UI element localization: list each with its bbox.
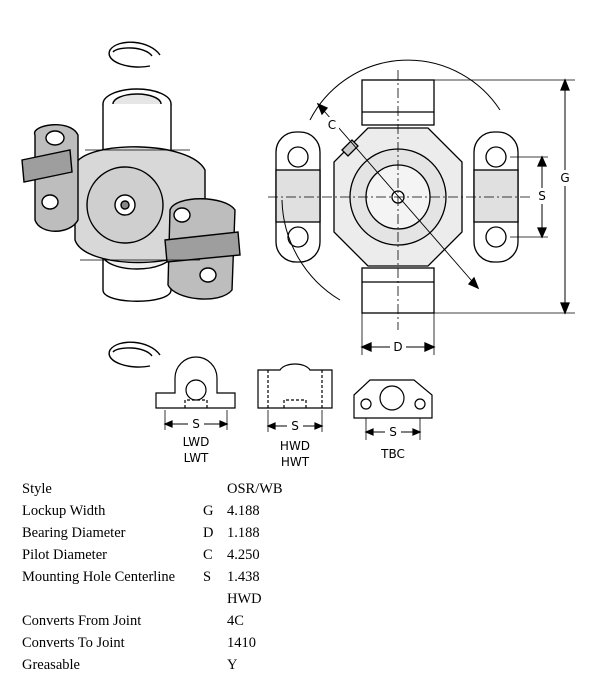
flange-tbc-dim: S — [389, 425, 397, 439]
spec-row-mounting-type: HWD — [22, 588, 442, 610]
spec-name: Converts From Joint — [22, 613, 142, 629]
universal-joint-drawing: G D C S S LWD LWT S HWD HWT — [21, 41, 575, 469]
spec-value: Y — [227, 657, 238, 673]
flange-hwd — [257, 363, 333, 432]
drawing-svg: G D C S S LWD LWT S HWD HWT — [21, 41, 575, 469]
flange-hwd-dim: S — [291, 419, 299, 433]
spec-name: Mounting Hole Centerline — [22, 569, 176, 585]
spec-value: OSR/WB — [227, 481, 283, 497]
dim-label-g: G — [560, 171, 569, 185]
dim-label-c: C — [328, 118, 336, 132]
isometric-ujoint — [21, 41, 241, 368]
spec-code: C — [203, 547, 213, 563]
spec-value: 4.188 — [227, 503, 260, 519]
dim-label-s: S — [538, 189, 546, 203]
spec-value: 1.438 — [227, 569, 260, 585]
flange-tbc-name: TBC — [380, 447, 405, 461]
spec-table: Style OSR/WB Lockup Width G 4.188 Bearin… — [22, 478, 442, 676]
spec-row-mounting-hole-centerline: Mounting Hole Centerline S 1.438 — [22, 566, 442, 588]
spec-code: G — [203, 503, 214, 519]
flange-lwd-name-line2: LWT — [184, 451, 209, 465]
spec-row-greasable: Greasable Y — [22, 654, 442, 676]
spec-row-pilot-diameter: Pilot Diameter C 4.250 — [22, 544, 442, 566]
spec-value: 1.188 — [227, 525, 260, 541]
flange-lwd-name-line1: LWD — [183, 435, 210, 449]
spec-name: Pilot Diameter — [22, 547, 107, 563]
spec-row-style: Style OSR/WB — [22, 478, 442, 500]
dim-label-d: D — [393, 340, 402, 354]
spec-name: Bearing Diameter — [22, 525, 126, 541]
spec-name: Greasable — [22, 657, 80, 673]
spec-name: Converts To Joint — [22, 635, 125, 651]
flange-lwd-dim: S — [192, 417, 200, 431]
flange-hwd-name-line1: HWD — [280, 439, 310, 453]
spec-row-converts-from: Converts From Joint 4C — [22, 610, 442, 632]
spec-row-lockup-width: Lockup Width G 4.188 — [22, 500, 442, 522]
spec-row-bearing-diameter: Bearing Diameter D 1.188 — [22, 522, 442, 544]
spec-code: D — [203, 525, 214, 541]
spec-row-converts-to: Converts To Joint 1410 — [22, 632, 442, 654]
spec-value: 4.250 — [227, 547, 260, 563]
spec-value: 1410 — [227, 635, 256, 651]
spec-code: S — [203, 569, 212, 585]
front-view — [268, 59, 575, 355]
flange-lwd — [155, 356, 236, 430]
flange-hwd-name-line2: HWT — [281, 455, 310, 469]
spec-name: Lockup Width — [22, 503, 106, 519]
spec-value: HWD — [227, 591, 262, 607]
spec-value: 4C — [227, 613, 244, 629]
spec-name: Style — [22, 481, 52, 497]
